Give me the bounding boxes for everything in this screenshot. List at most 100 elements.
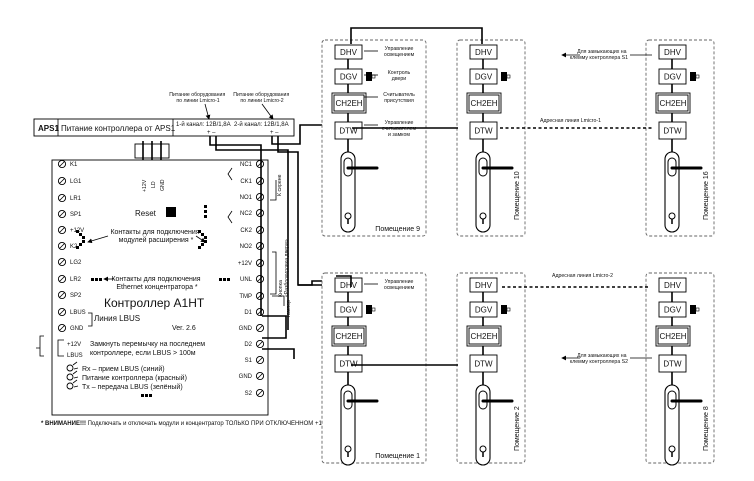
lock-s1-note: Для замыкающих на клемму контроллера S1: [570, 49, 628, 61]
screw-terminal: [57, 274, 67, 284]
screw-terminal: [57, 307, 67, 317]
dgv-module-label: DGV: [664, 306, 682, 315]
right-pin-label: NO2: [240, 244, 253, 250]
dgv-module-label: DGV: [475, 306, 493, 315]
right-pin-label: D2: [244, 342, 252, 348]
door-handle-icon: [475, 151, 514, 233]
door-handle-icon: [664, 384, 703, 466]
controller-title: Контроллер A1HT: [104, 296, 205, 310]
dgv-module: DGV: [334, 301, 363, 318]
screw-terminal: [255, 208, 265, 218]
reset-label: Reset: [135, 209, 157, 218]
left-pin-label: LR2: [70, 277, 82, 283]
led-legend: Rx – прием LBUS (синий)Питание контролле…: [66, 361, 187, 391]
screw-terminal: [255, 159, 265, 169]
led-icon: [66, 361, 79, 372]
dhv-module: DHV: [658, 277, 687, 293]
screw-terminal: [255, 291, 265, 301]
left-pin-label: GND: [70, 326, 84, 332]
screw-terminal: [57, 193, 67, 203]
ch2eh-module: CH2EH: [331, 92, 367, 114]
screw-terminal: [57, 257, 67, 267]
room-label: Помещение 8: [703, 406, 710, 451]
jumper-top-label: +12V: [67, 342, 81, 348]
lbus-line-label: Линия LBUS: [94, 314, 140, 323]
screw-terminal: [255, 225, 265, 235]
ch2eh-label: CH2EH: [470, 99, 497, 108]
screw-terminal: [57, 290, 67, 300]
door-handle-icon: [664, 151, 703, 233]
top-pin-ld: LD: [151, 181, 157, 188]
led-icon: [66, 379, 79, 390]
screw-terminal: [57, 159, 67, 169]
channel-2-label: 2-й канал: 12В/1,8А: [234, 121, 289, 128]
door-sensor-icon: [501, 72, 511, 81]
dgv-module: DGV: [658, 68, 687, 85]
warning-text: * ВНИМАНИЕ!!! Подключать и отключать мод…: [41, 421, 329, 427]
right-pin-label: TMP: [239, 294, 252, 300]
right-pin-label: UNL: [240, 277, 253, 283]
dtw-module-label: DTW: [339, 360, 358, 369]
right-pin-label: +12V: [238, 261, 252, 267]
left-pin-label: K1: [70, 162, 78, 168]
screw-terminal: [255, 388, 265, 398]
lock-s2-note: Для замыкающих на клемму контроллера S2: [570, 353, 628, 365]
jumper: +12V LBUS Замкнуть перемычку на последне…: [36, 335, 207, 359]
left-pin-label: LR1: [70, 196, 82, 202]
right-pin-label: S1: [245, 358, 253, 364]
screw-terminal: [57, 323, 67, 333]
ch2eh-module: CH2EH: [466, 92, 502, 114]
screw-terminal: [255, 371, 265, 381]
right-pin-label: CK2: [240, 228, 252, 234]
right-pin-label: NO1: [240, 195, 253, 201]
dhv-module: DHV: [469, 277, 498, 293]
led-icon: [66, 370, 79, 381]
dhv-module: DHV: [469, 44, 498, 60]
led-legend-label: Tx – передача LBUS (зелёный): [82, 383, 183, 391]
dtw-module-label: DTW: [474, 127, 493, 136]
door-sensor-icon: [366, 305, 376, 314]
left-pin-label: K2: [70, 244, 78, 250]
tamper-label: Тампер: [286, 300, 292, 318]
ch2eh-module: CH2EH: [655, 92, 691, 114]
power-wires: [209, 124, 336, 359]
addr-line-1-label: Адресная линия Lmicro-1: [540, 118, 601, 124]
door-sensor-icon: [690, 72, 700, 81]
dtw-module-label: DTW: [339, 127, 358, 136]
screw-terminal: [57, 209, 67, 219]
right-pin-label: NC2: [240, 211, 253, 217]
left-pin-label: LG2: [70, 260, 82, 266]
screw-terminal: [255, 192, 265, 202]
dtw-module: DTW: [334, 354, 363, 373]
dgv-module: DGV: [469, 68, 498, 85]
aps-power-bar: APS1 Питание контроллера от APS1 1-й кан…: [33, 118, 295, 137]
relay-contacts: [227, 167, 233, 224]
right-pin-label: NC1: [240, 162, 253, 168]
left-pin-label: LG1: [70, 179, 82, 185]
channel-1-label: 1-й канал: 12В/1,8А: [176, 121, 231, 128]
reset-button[interactable]: Reset: [135, 207, 176, 218]
jumper-note: Замкнуть перемычку на последнем контролл…: [90, 341, 207, 357]
module-note: Контакты для подключения модулей расшире…: [110, 229, 201, 244]
dhv-module-label: DHV: [664, 281, 682, 290]
screw-terminal: [255, 339, 265, 349]
ch2eh-module: CH2EH: [466, 325, 502, 347]
dtw-module-label: DTW: [663, 127, 682, 136]
aps-text: Питание контроллера от APS1: [61, 124, 176, 133]
screw-terminal: [57, 176, 67, 186]
aps-label: APS1: [38, 124, 59, 133]
svg-text:+ –: + –: [207, 130, 216, 136]
dtw-module-label: DTW: [474, 360, 493, 369]
right-pin-label: D1: [244, 310, 252, 316]
ethernet-note: Контакты для подключения Ethernet концен…: [111, 276, 202, 291]
